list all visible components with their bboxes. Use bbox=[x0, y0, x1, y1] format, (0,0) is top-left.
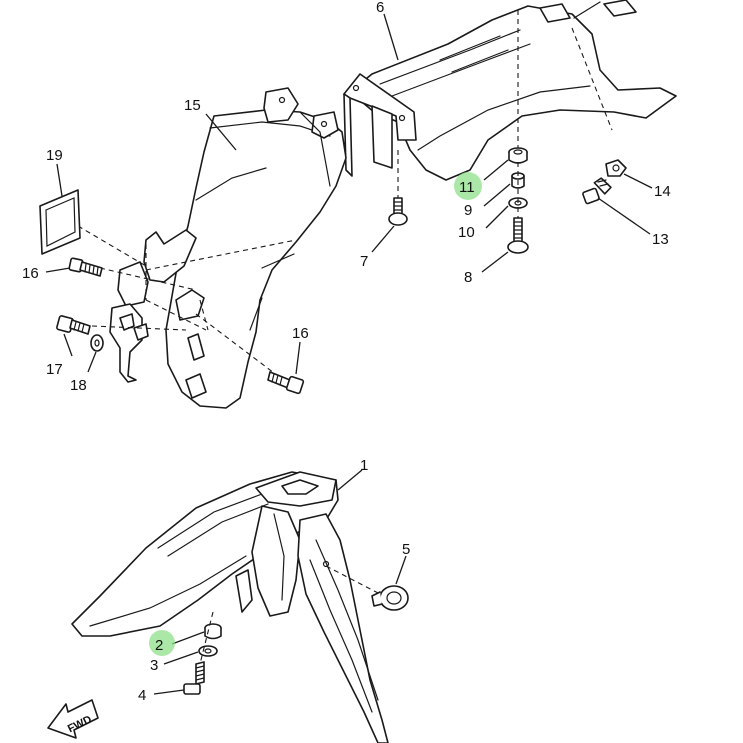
callout-4: 4 bbox=[138, 687, 146, 704]
grommet-part-11[interactable] bbox=[508, 147, 528, 164]
callout-7: 7 bbox=[360, 253, 368, 270]
highlight-part-11 bbox=[454, 172, 482, 200]
bolt-part-17[interactable] bbox=[56, 315, 91, 335]
callout-2: 2 bbox=[155, 637, 163, 654]
callout-16-upper: 16 bbox=[22, 265, 39, 282]
centerline-5 bbox=[325, 565, 381, 595]
callout-6: 6 bbox=[376, 0, 384, 16]
callout-9: 9 bbox=[464, 202, 472, 219]
callout-11: 11 bbox=[459, 179, 475, 196]
grommet-part-5[interactable] bbox=[371, 585, 409, 611]
collar-part-2[interactable] bbox=[204, 623, 222, 640]
callout-14: 14 bbox=[654, 183, 671, 200]
callout-8: 8 bbox=[464, 269, 472, 286]
centerline-16b bbox=[195, 313, 279, 377]
centerline-17 bbox=[91, 325, 187, 331]
bolt-part-13[interactable] bbox=[582, 176, 612, 205]
callout-5: 5 bbox=[402, 541, 410, 558]
rear-fender-part-6[interactable] bbox=[349, 0, 677, 181]
bolt-part-16b[interactable] bbox=[267, 371, 305, 395]
callout-3: 3 bbox=[150, 657, 158, 674]
bolt-part-8[interactable] bbox=[507, 217, 529, 254]
callout-16-lower: 16 bbox=[292, 325, 309, 342]
fwd-direction-arrow: FWD bbox=[47, 699, 99, 739]
washer-part-3[interactable] bbox=[198, 645, 218, 657]
callout-15: 15 bbox=[184, 97, 201, 114]
callout-18: 18 bbox=[70, 377, 87, 394]
washer-part-18[interactable] bbox=[90, 334, 104, 352]
bolt-part-7[interactable] bbox=[388, 197, 408, 226]
highlight-part-2 bbox=[149, 630, 175, 656]
callout-10: 10 bbox=[458, 224, 475, 241]
front-fender-part-1[interactable] bbox=[71, 471, 389, 743]
centerline-16a bbox=[99, 267, 197, 291]
callout-1: 1 bbox=[360, 457, 368, 474]
bolt-part-4[interactable] bbox=[183, 661, 205, 695]
callout-labels: 6 15 19 16 17 18 16 7 11 9 10 8 14 13 1 … bbox=[22, 0, 671, 704]
centerline-19 bbox=[77, 225, 147, 267]
bolt-part-16a[interactable] bbox=[68, 257, 103, 277]
callout-17: 17 bbox=[46, 361, 63, 378]
callout-13: 13 bbox=[652, 231, 669, 248]
nut-part-14[interactable] bbox=[605, 159, 627, 177]
callout-19: 19 bbox=[46, 147, 63, 164]
leader-lines bbox=[45, 13, 653, 695]
reflector-part-19[interactable] bbox=[39, 189, 81, 255]
license-bracket bbox=[109, 229, 297, 383]
